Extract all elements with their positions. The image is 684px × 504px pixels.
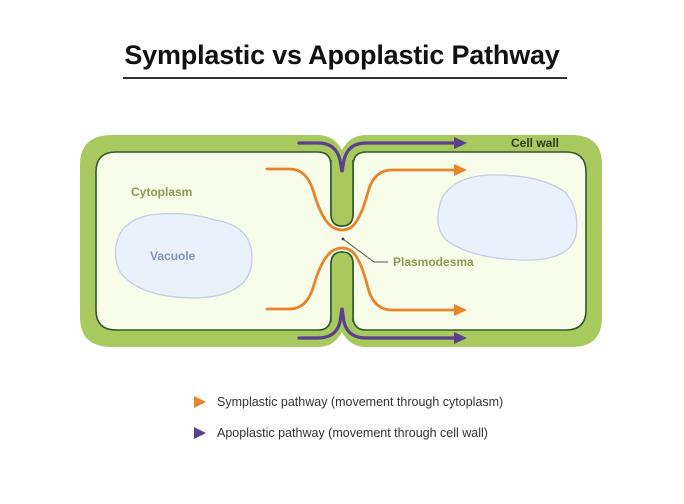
legend-apoplastic-arrow-icon: [194, 427, 206, 439]
plasmodesma-label: Plasmodesma: [393, 255, 474, 269]
legend-item-apoplastic: Apoplastic pathway (movement through cel…: [205, 424, 488, 442]
vacuole-left: [114, 212, 253, 299]
apoplastic-arrowhead-top: [454, 137, 467, 149]
apoplastic-arrowhead-bottom: [454, 332, 467, 344]
title-underline: [123, 77, 567, 79]
vacuole-right: [437, 174, 578, 261]
symplastic-arrowhead-bottom: [454, 304, 467, 316]
apoplastic-path-bottom: [297, 307, 457, 340]
page-title: Symplastic vs Apoplastic Pathway: [124, 40, 560, 70]
legend-symplastic-arrow-icon: [194, 396, 206, 408]
symplastic-path-top: [265, 167, 457, 232]
cell-wall-label: Cell wall: [511, 136, 559, 150]
plasmodesma-leader-line: [342, 238, 388, 263]
symplastic-arrowhead-top: [454, 164, 467, 176]
legend-symplastic-text: Symplastic pathway (movement through cyt…: [217, 395, 504, 409]
legend-apoplastic-text: Apoplastic pathway (movement through cel…: [217, 426, 488, 440]
symplastic-path-bottom: [265, 246, 457, 312]
apoplastic-path-top: [297, 141, 457, 173]
vacuole-label: Vacuole: [150, 249, 196, 263]
legend-item-symplastic: Symplastic pathway (movement through cyt…: [205, 393, 503, 411]
wall-protrusion-bottom: [330, 251, 354, 322]
wall-protrusion-top: [330, 160, 354, 227]
cytoplasm-label: Cytoplasm: [131, 185, 192, 199]
